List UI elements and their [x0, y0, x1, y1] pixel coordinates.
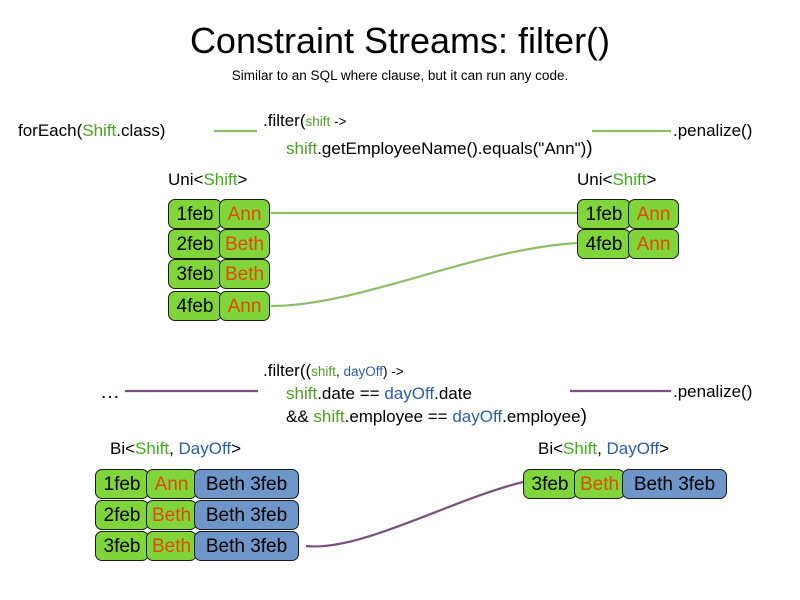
cell-date: 4feb — [577, 229, 631, 259]
table-row[interactable]: 2feb Beth Beth 3feb — [95, 500, 299, 530]
table-row[interactable]: 3feb Beth — [168, 259, 270, 289]
uni-left-label: Uni<Shift> — [168, 170, 247, 190]
uni-filter-param: shift — [305, 114, 331, 129]
cell-date: 3feb — [95, 531, 149, 561]
cell-name: Ann — [219, 199, 270, 229]
uni-filter-body-rest: .getEmployeeName().equals("Ann") — [317, 139, 587, 158]
uni-filter-line1: .filter(shift -> — [263, 110, 346, 132]
page-subtitle: Similar to an SQL where clause, but it c… — [231, 68, 569, 83]
table-row[interactable]: 3feb Beth Beth 3feb — [95, 531, 299, 561]
bi-filter-l3-end: .employee — [502, 407, 581, 426]
link-bi-row3 — [305, 480, 524, 548]
bi-left-label: Bi<Shift, DayOff> — [110, 439, 241, 459]
cell-date: 2feb — [95, 500, 149, 530]
uni-filter-line2: shift.getEmployeeName().equals("Ann")) — [286, 138, 593, 159]
uni-left-label-suffix: > — [237, 170, 248, 189]
cell-name: Ann — [146, 469, 197, 499]
bi-right-label-suffix: > — [659, 439, 670, 458]
bi-filter-l2-var: shift — [286, 384, 318, 403]
bi-filter-close-paren: ) — [580, 406, 587, 427]
foreach-expression: forEach(Shift.class) — [18, 120, 165, 141]
table-row[interactable]: 1feb Ann Beth 3feb — [95, 469, 299, 499]
bi-filter-l3-var2: dayOff — [452, 407, 503, 426]
uni-filter-head: .filter( — [263, 111, 306, 130]
uni-filter-body-var: shift — [286, 139, 318, 158]
cell-date: 1feb — [95, 469, 149, 499]
bi-left-label-suffix: > — [231, 439, 242, 458]
bi-right-label: Bi<Shift, DayOff> — [538, 439, 669, 459]
bi-filter-line3: && shift.employee == dayOff.employee) — [286, 406, 587, 427]
uni-filter-arrow: -> — [330, 114, 347, 129]
cell-date: 1feb — [577, 199, 631, 229]
bi-filter-l3-mid: .employee == — [344, 407, 453, 426]
bi-filter-param1: shift — [311, 364, 336, 379]
cell-name: Beth — [219, 229, 270, 259]
uni-filter-close-paren: ) — [586, 138, 593, 159]
cell-name: Beth — [219, 259, 270, 289]
table-row[interactable]: 2feb Beth — [168, 229, 270, 259]
page-title: Constraint Streams: filter() — [189, 20, 611, 61]
bi-filter-head: .filter(( — [263, 361, 312, 380]
bi-left-label-comma: , — [169, 439, 179, 458]
link-uni-row4 — [270, 241, 578, 308]
cell-date: 3feb — [523, 469, 577, 499]
cell-name: Ann — [628, 229, 679, 259]
bi-penalize: .penalize() — [673, 382, 753, 401]
bi-filter-param2: dayOff — [343, 364, 383, 379]
bi-filter-l2-mid: .date == — [317, 384, 385, 403]
cell-name: Ann — [628, 199, 679, 229]
bi-filter-comma: , — [335, 364, 344, 379]
cell-dayoff: Beth 3feb — [194, 531, 299, 561]
bi-filter-l2-end: .date — [434, 384, 472, 403]
cell-date: 4feb — [168, 291, 222, 321]
bi-filter-l3-var: shift — [313, 407, 345, 426]
uni-right-label-prefix: Uni< — [577, 170, 613, 189]
bi-right-label-type2: DayOff — [606, 439, 660, 458]
table-row[interactable]: 1feb Ann — [168, 199, 270, 229]
cell-name: Beth — [574, 469, 625, 499]
bi-left-label-type1: Shift — [135, 439, 170, 458]
uni-penalize: .penalize() — [673, 121, 753, 140]
uni-right-label-suffix: > — [646, 170, 657, 189]
bi-right-label-comma: , — [597, 439, 607, 458]
table-row[interactable]: 1feb Ann — [577, 199, 679, 229]
bi-filter-l2-var2: dayOff — [384, 384, 435, 403]
bi-ellipsis: … — [100, 381, 120, 403]
cell-dayoff: Beth 3feb — [194, 469, 299, 499]
table-row[interactable]: 3feb Beth Beth 3feb — [523, 469, 727, 499]
foreach-prefix: forEach( — [18, 121, 83, 140]
uni-right-label-type: Shift — [612, 170, 647, 189]
table-row[interactable]: 4feb Ann — [168, 291, 270, 321]
cell-name: Beth — [146, 500, 197, 530]
bi-left-label-prefix: Bi< — [110, 439, 136, 458]
bi-left-label-type2: DayOff — [178, 439, 232, 458]
cell-date: 1feb — [168, 199, 222, 229]
bi-filter-l3-pre: && — [286, 407, 314, 426]
cell-date: 2feb — [168, 229, 222, 259]
cell-date: 3feb — [168, 259, 222, 289]
uni-left-label-prefix: Uni< — [168, 170, 204, 189]
bi-filter-line2: shift.date == dayOff.date — [286, 383, 472, 404]
foreach-type: Shift — [82, 121, 117, 140]
uni-left-label-type: Shift — [203, 170, 238, 189]
cell-dayoff: Beth 3feb — [194, 500, 299, 530]
cell-dayoff: Beth 3feb — [622, 469, 727, 499]
bi-right-label-prefix: Bi< — [538, 439, 564, 458]
foreach-suffix: .class) — [116, 121, 166, 140]
cell-name: Beth — [146, 531, 197, 561]
bi-filter-line1: .filter((shift, dayOff) -> — [263, 360, 404, 382]
bi-filter-arrow: ) -> — [382, 364, 404, 379]
cell-name: Ann — [219, 291, 270, 321]
uni-right-label: Uni<Shift> — [577, 170, 656, 190]
table-row[interactable]: 4feb Ann — [577, 229, 679, 259]
bi-right-label-type1: Shift — [563, 439, 598, 458]
